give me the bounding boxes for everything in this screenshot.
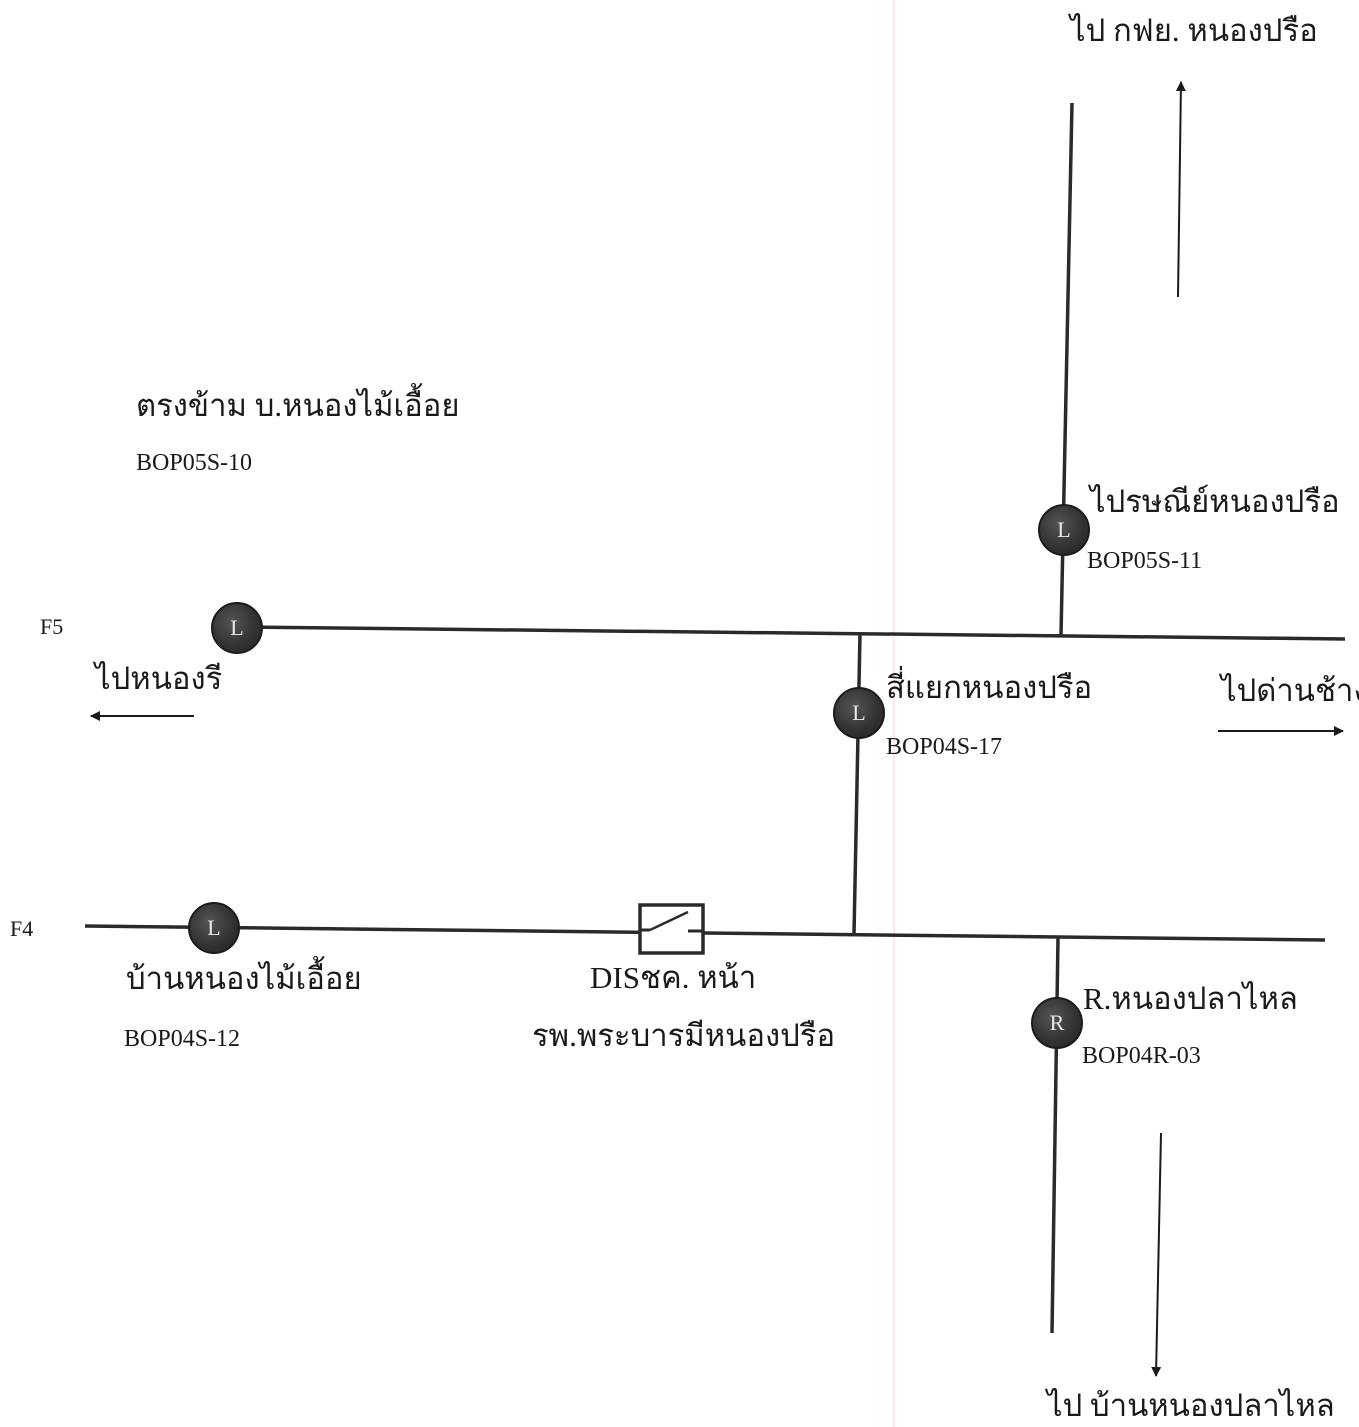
recloser-bop04r-03: R [1031, 997, 1083, 1049]
feeder-f5-label: F5 [40, 614, 64, 639]
north-arrow [1175, 81, 1186, 298]
device-label-bop04r-03-code: BOP04R-03 [1082, 1043, 1201, 1069]
direction-east-label: ไปด่านช้าง [1221, 673, 1359, 708]
direction-south-label: ไป บ้านหนองปลาไหล [1047, 1388, 1335, 1423]
device-label-bop04s-12-name: บ้านหนองไม้เอื้อย [126, 961, 362, 996]
direction-north-label: ไป กฟย. หนองปรือ [1070, 13, 1318, 48]
device-label-bop05s-10-code: BOP05S-10 [136, 450, 253, 476]
load-break-switch-bop05s-10: L [211, 602, 263, 654]
device-label-bop05s-11-code: BOP05S-11 [1087, 548, 1203, 574]
device-label-bop05s-10-name: ตรงข้าม บ.หนองไม้เอื้อย [136, 388, 460, 423]
load-break-switch-bop05s-11: L [1038, 504, 1090, 556]
f4-bus-line [84, 924, 1326, 942]
disconnect-switch-label-line2: รพ.พระบารมีหนองปรือ [532, 1018, 836, 1053]
south-arrow [1151, 1132, 1162, 1377]
page-fold [893, 0, 895, 1427]
feeder-f4-label: F4 [10, 916, 34, 941]
direction-west-label: ไปหนองรี [95, 661, 223, 696]
disconnect-switch-label-line1: DISชค. หน้า [590, 960, 757, 995]
disconnect-switch-symbol [638, 903, 705, 955]
tie-line [852, 633, 862, 935]
device-label-bop04s-12-code: BOP04S-12 [124, 1026, 241, 1052]
load-break-switch-bop04s-17: L [833, 687, 885, 739]
device-label-bop04r-03-name: R.หนองปลาไหล [1083, 981, 1298, 1016]
device-label-bop05s-11-name: ไปรษณีย์หนองปรือ [1090, 484, 1340, 519]
f5-bus-line [237, 625, 1346, 641]
device-label-bop04s-17-name: สี่แยกหนองปรือ [886, 670, 1093, 705]
load-break-switch-bop04s-12: L [188, 902, 240, 954]
device-label-bop04s-17-code: BOP04S-17 [886, 734, 1003, 760]
